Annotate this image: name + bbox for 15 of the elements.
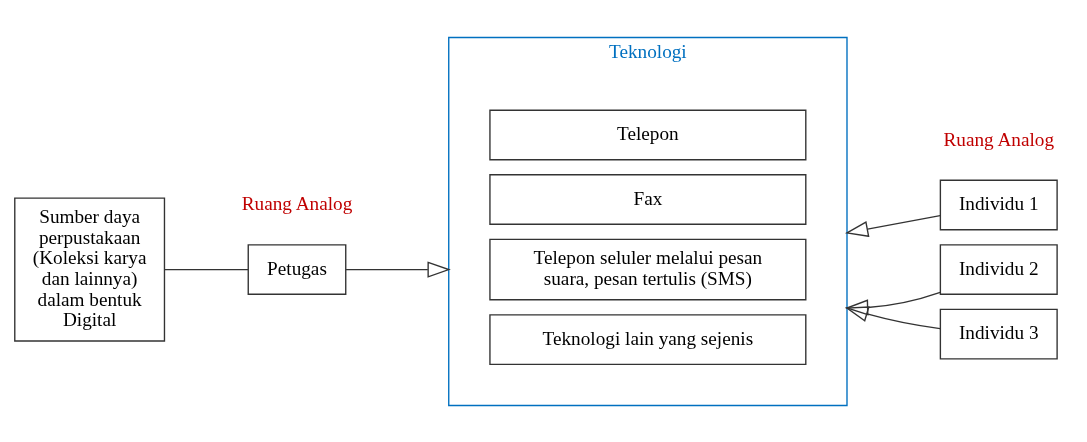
node-box: Teknologi lain yang sejenis	[489, 313, 807, 365]
node-box: Sumber daya perpustakaan (Koleksi karya dan lainnya) dalam bentuk Digital	[14, 196, 166, 342]
arrow	[845, 305, 941, 329]
arrow	[345, 260, 451, 278]
node-box: Fax	[489, 173, 807, 225]
node-box: Telepon seluler melalui pesan suara, pesan tertulis (SMS)	[489, 238, 807, 300]
node-box: Individu 2	[939, 243, 1058, 295]
connector	[164, 268, 249, 270]
arrow	[844, 214, 941, 237]
node-box: Petugas	[247, 243, 347, 295]
node-box: Individu 3	[939, 308, 1058, 359]
label: Ruang Analog	[943, 128, 1054, 150]
label: Ruang Analog	[241, 192, 353, 214]
node-box: Individu 1	[939, 179, 1058, 230]
node-box: Telepon	[489, 109, 807, 160]
